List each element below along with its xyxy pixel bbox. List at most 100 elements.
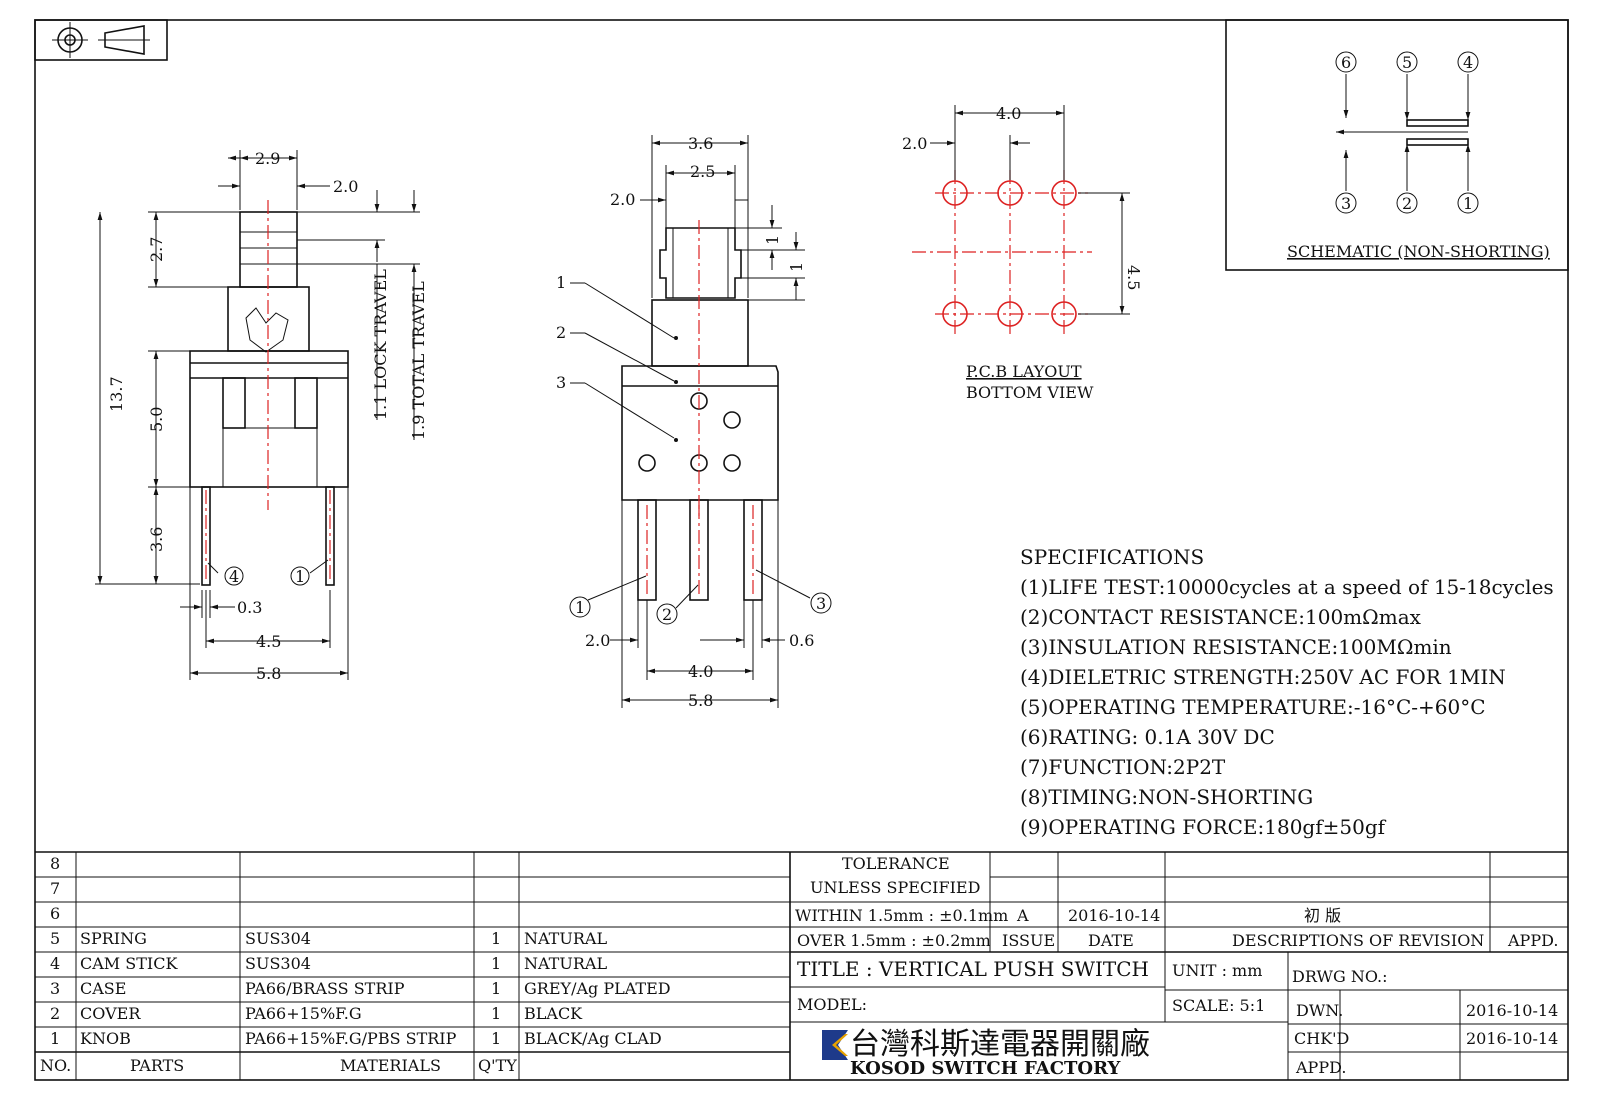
front-dim-0-6: 0.6 [789,631,814,650]
chkd-label: CHK'D [1294,1029,1349,1048]
sch-pin-5: 5 [1402,53,1412,72]
company-name-en: KOSOD SWITCH FACTORY [850,1058,1122,1079]
schematic: 6 5 4 3 2 1 SCHEMATIC (NON-SHORTING) [1225,19,1569,271]
unit: UNIT : mm [1172,961,1262,980]
spec-line-8: (8)TIMING:NON-SHORTING [1020,785,1313,809]
spec-line-3: (3)INSULATION RESISTANCE:100MΩmin [1020,635,1452,659]
bom-part: CASE [80,979,126,998]
front-dimensions: 3.6 2.5 2.0 1 1 1 2 3 1 2 3 [556,134,832,710]
front-view [621,220,779,601]
dim-3-6: 3.6 [147,527,166,552]
header-appd: APPD. [1507,931,1558,950]
scale: SCALE: 5:1 [1172,996,1265,1015]
spec-line-2: (2)CONTACT RESISTANCE:100mΩmax [1020,605,1422,629]
dim-2-9: 2.9 [255,149,280,168]
pcb-title: P.C.B LAYOUT [966,362,1082,381]
bom-material: SUS304 [245,929,311,948]
header-issue: ISSUE [1002,931,1055,950]
dim-5-0: 5.0 [147,407,166,432]
front-pin-2-label: 2 [662,605,672,624]
drawing-title: TITLE : VERTICAL PUSH SWITCH [797,957,1149,981]
bom-rows: 8 7 6 5 SPRING SUS304 1 NATURAL 4 CAM ST… [40,854,671,1075]
bom-header-materials: MATERIALS [340,1056,441,1075]
bom-qty: 1 [491,954,501,973]
title-block: TOLERANCE UNLESS SPECIFIED WITHIN 1.5mm … [790,851,1568,1080]
tolerance-within: WITHIN 1.5mm : ±0.1mm [795,906,1008,925]
bom-finish: NATURAL [524,929,607,948]
bom-qty: 1 [491,1029,501,1048]
dim-13-7: 13.7 [107,376,126,412]
front-dim-4-0: 4.0 [688,662,713,681]
dim-4-5: 4.5 [256,632,281,651]
bom-part: COVER [80,1004,141,1023]
front-pin-3-label: 3 [816,594,826,613]
front-dim-3-6: 3.6 [688,134,713,153]
leader-2: 2 [556,323,566,342]
bom-finish: GREY/Ag PLATED [524,979,671,998]
leader-3: 3 [556,373,566,392]
bom-material: PA66+15%F.G [245,1004,362,1023]
sch-pin-2: 2 [1402,194,1412,213]
bom-no: 4 [50,954,60,973]
sch-pin-4: 4 [1463,53,1473,72]
bom-qty: 1 [491,979,501,998]
sch-pin-6: 6 [1341,53,1351,72]
bom-qty: 1 [491,1004,501,1023]
bom-finish: NATURAL [524,954,607,973]
lock-travel: 1.1 LOCK TRAVEL [371,269,390,420]
spec-line-4: (4)DIELETRIC STRENGTH:250V AC FOR 1MIN [1020,665,1506,689]
bom-header-no: NO. [40,1056,71,1075]
bom-material: SUS304 [245,954,311,973]
spec-line-1: (1)LIFE TEST:10000cycles at a speed of 1… [1020,575,1554,599]
leader-1: 1 [556,273,566,292]
spec-line-9: (9)OPERATING FORCE:180gf±50gf [1020,815,1387,839]
sch-pin-1: 1 [1463,194,1473,213]
dwn-date: 2016-10-14 [1466,1001,1558,1020]
kosod-logo-icon [822,1030,848,1060]
dim-5-8: 5.8 [256,664,281,683]
bom-table [35,851,791,1080]
spec-line-6: (6)RATING: 0.1A 30V DC [1020,725,1275,749]
pcb-subtitle: BOTTOM VIEW [966,383,1094,402]
bom-no: 5 [50,929,60,948]
bom-no: 8 [50,854,60,873]
projection-symbol-icon [34,19,168,61]
front-dim-2-0-b: 2.0 [585,631,610,650]
bom-no: 7 [50,879,60,898]
bom-material: PA66/BRASS STRIP [245,979,405,998]
side-dimensions: 2.9 2.0 2.7 13.7 5.0 3.6 1.1 LOCK TRAVEL… [95,149,428,683]
side-view [189,200,349,586]
front-dim-5-8: 5.8 [688,691,713,710]
sheet-border [34,19,1569,1081]
chkd-date: 2016-10-14 [1466,1029,1558,1048]
front-dim-1b: 1 [787,262,806,272]
bom-finish: BLACK [524,1004,583,1023]
total-travel: 1.9 TOTAL TRAVEL [409,281,428,440]
rev-description: 初 版 [1304,906,1341,925]
bom-material: PA66+15%F.G/PBS STRIP [245,1029,457,1048]
header-descriptions: DESCRIPTIONS OF REVISION [1232,931,1484,950]
dim-0-3: 0.3 [237,598,262,617]
spec-line-7: (7)FUNCTION:2P2T [1020,755,1226,779]
front-dim-2-5: 2.5 [690,162,715,181]
pcb-dim-4-5: 4.5 [1124,265,1143,290]
bom-qty: 1 [491,929,501,948]
schematic-title: SCHEMATIC (NON-SHORTING) [1287,242,1550,261]
front-dim-1a: 1 [763,235,782,245]
dwn-label: DWN. [1296,1001,1343,1020]
side-pin-4-label: 4 [229,567,239,586]
appd-label: APPD. [1295,1058,1346,1077]
bom-no: 1 [50,1029,60,1048]
pcb-dim-2-0: 2.0 [902,134,927,153]
tolerance-over: OVER 1.5mm : ±0.2mm [797,931,991,950]
bom-header-qty: Q'TY [478,1056,517,1075]
spec-line-5: (5)OPERATING TEMPERATURE:-16°C-+60°C [1020,695,1486,719]
front-pin-1-label: 1 [575,598,585,617]
side-pin-1-label: 1 [295,567,305,586]
bom-no: 2 [50,1004,60,1023]
specifications: SPECIFICATIONS (1)LIFE TEST:10000cycles … [1020,545,1554,839]
dim-2-0: 2.0 [333,177,358,196]
pcb-layout: 4.0 2.0 4.5 P.C.B LAYOUT BOTTOM VIEW [902,104,1143,402]
rev-issue: A [1016,906,1029,925]
unless-specified: UNLESS SPECIFIED [810,878,980,897]
